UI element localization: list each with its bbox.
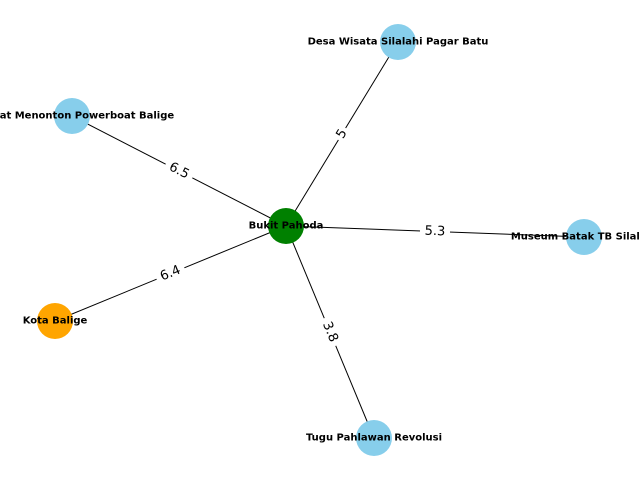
node-label-tugu: Tugu Pahlawan Revolusi: [306, 433, 442, 444]
node-tugu: [356, 420, 392, 456]
edge-weight-bg: [419, 221, 451, 242]
node-kota: [37, 303, 73, 339]
edges: [54, 41, 585, 439]
edge-weight-label-kota: 6.4: [153, 259, 188, 288]
node-label-desa: Desa Wisata Silalahi Pagar Batu: [308, 37, 489, 48]
node-center: [268, 208, 304, 244]
edge-weight-bg: [161, 156, 197, 186]
edge-weight-bg: [153, 259, 188, 288]
edge-weight-text: 5.3: [424, 224, 445, 240]
edge-weight-bg: [315, 314, 345, 350]
labels: 5 6.5 5.3 6.4 3.8 Bukit Pahoda Desa Wisata Sil…: [0, 37, 640, 444]
node-museum: [566, 219, 602, 255]
edge-weight-text: 6.4: [158, 263, 183, 285]
node-desa: [380, 24, 416, 60]
edge-weight-text: 3.8: [319, 320, 341, 345]
edge-weight-label-museum: 5.3: [419, 221, 451, 242]
node-label-kota: Kota Balige: [23, 316, 88, 327]
edge-weight-label-tugu: 3.8: [315, 314, 345, 350]
edge-weight-label-desa: 5: [330, 123, 354, 145]
edge-weight-bg: [330, 123, 354, 145]
node-label-center: Bukit Pahoda: [249, 221, 324, 232]
nodes: [37, 24, 602, 456]
edge-weight-label-powerboat: 6.5: [161, 156, 197, 186]
node-powerboat: [54, 98, 90, 134]
node-label-museum: Museum Batak TB Silalahi: [511, 232, 640, 243]
node-label-powerboat: Tempat Menonton Powerboat Balige: [0, 111, 174, 122]
